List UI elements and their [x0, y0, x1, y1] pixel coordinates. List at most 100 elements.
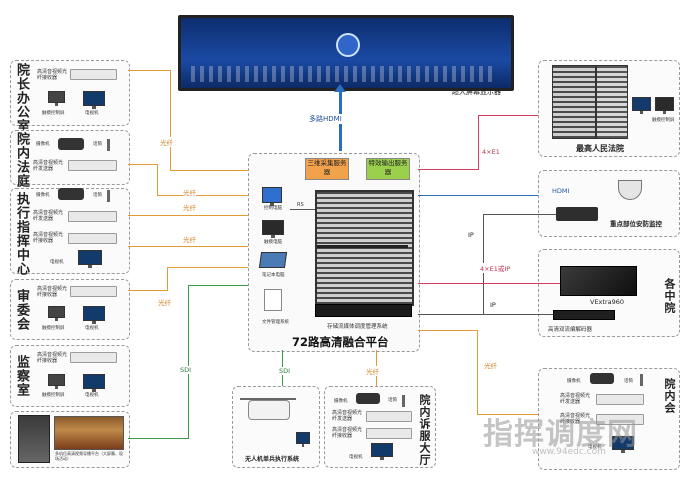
- tv-3-icon: [78, 250, 102, 268]
- receiver-device-3: [68, 233, 117, 244]
- lit-sender-device: [366, 411, 412, 422]
- supreme-touch-label: 触摸控制屏: [652, 118, 675, 123]
- sdi-label-left: SDI: [180, 366, 192, 374]
- fiber-link-br-v: [418, 330, 478, 332]
- lit-receiver-label: 高清音视频光纤接收器: [332, 427, 363, 439]
- mic-1-label: 话筒: [93, 142, 102, 147]
- hdmi-arrowhead-icon: [334, 84, 346, 92]
- br-receiver-device: [596, 414, 644, 425]
- rack-slots: [317, 245, 408, 248]
- receiver-device-1: [70, 69, 117, 80]
- large-display-screen: [178, 15, 514, 91]
- display-skyline: [191, 66, 496, 82]
- hdmi-link-surveillance: [418, 195, 538, 197]
- fiber-link-room3b: [128, 246, 248, 248]
- sender-device-2: [68, 160, 117, 171]
- mic-2-label: 话筒: [93, 193, 102, 198]
- fiber-label-3: 光纤: [183, 202, 196, 212]
- display-logo-icon: [336, 33, 360, 57]
- e1-link-supreme-v: [478, 115, 480, 170]
- tv-5-label: 电视机: [85, 393, 99, 398]
- ip-label-2: IP: [490, 301, 496, 309]
- sender-label-2: 高清音视频光纤发送器: [33, 160, 64, 172]
- fiber-link-room1: [128, 70, 171, 72]
- control-pc-label: 控制电脑: [264, 206, 282, 211]
- drone-icon: [248, 400, 290, 420]
- server-right: 特效输出服务器: [366, 158, 410, 180]
- document-label: 文件管理系统: [262, 320, 289, 325]
- bottom-right-room-title: 院内会: [663, 378, 676, 414]
- fiber-link-room4: [128, 290, 168, 292]
- br-tv-label: 电视机: [588, 445, 602, 450]
- receiver-label-5: 高清音视频光纤接收器: [37, 352, 68, 364]
- touch-screen-1-label: 触摸控制屏: [42, 111, 65, 116]
- tv-1-icon: [83, 91, 105, 109]
- touch-screen-4-icon: [48, 306, 65, 321]
- lit-camera-label: 摄像机: [334, 399, 348, 404]
- broadcast-caption: 多机位高清视频导播平台（大屏幕、现场活动）: [55, 451, 123, 461]
- branch-court-title: 各中院: [663, 278, 676, 314]
- storage-unit: [315, 304, 412, 317]
- touch-screen-5-icon: [48, 374, 65, 389]
- br-camera-label: 摄像机: [567, 379, 581, 384]
- touch-pc-label: 触摸电脑: [264, 240, 282, 245]
- fiber-label-2: 光纤: [183, 187, 196, 197]
- tv-4-label: 电视机: [85, 326, 99, 331]
- lit-tv-icon: [371, 443, 393, 460]
- tv-3-label: 电视机: [50, 260, 64, 265]
- watermark-url: www.94edc.com: [532, 447, 606, 457]
- br-mic-icon: [640, 374, 643, 386]
- drone-rotor-icon: [240, 398, 296, 400]
- vextra-label: VExtra960: [590, 298, 625, 306]
- mic-1-icon: [107, 139, 110, 151]
- e1-ip-label: 4×E1或IP: [480, 263, 511, 273]
- server-left: 三维采集服务器: [305, 158, 349, 180]
- fiber-label-br: 光纤: [484, 360, 497, 370]
- supreme-court-title: 最高人民法院: [576, 144, 624, 153]
- rs-link: [290, 209, 315, 210]
- fiber-link-br-v2: [477, 330, 479, 415]
- fiber-label-1: 光纤: [160, 137, 173, 147]
- watermark-text: 指挥调度网: [483, 417, 638, 452]
- sender-device-3: [68, 211, 117, 222]
- fiber-link-room2-v: [157, 164, 159, 195]
- supreme-monitor-2-icon: [655, 97, 674, 114]
- receiver-label-3: 高清音视频光纤接收器: [33, 232, 64, 244]
- touch-screen-1-icon: [48, 91, 65, 106]
- tv-4-icon: [83, 306, 105, 324]
- room-title-supervision: 监察室: [14, 355, 29, 397]
- large-display-caption: 超大屏幕显示器: [452, 88, 501, 96]
- sdi-label-drone: SDI: [279, 367, 291, 375]
- surveillance-box: [538, 170, 680, 237]
- br-sender-device: [596, 394, 644, 405]
- rs-label: RS: [297, 202, 304, 208]
- document-icon: [264, 289, 282, 311]
- drone-controller-icon: [296, 432, 310, 447]
- br-tv-icon: [612, 436, 634, 453]
- lit-receiver-device: [366, 428, 412, 439]
- room-title-command: 执行指挥中心: [14, 192, 29, 276]
- camera-2-icon: [58, 188, 84, 200]
- drone-caption: 无人机单兵执行系统: [245, 456, 300, 463]
- lit-tv-label: 电视机: [349, 455, 363, 460]
- laptop-label: 笔记本电脑: [262, 273, 285, 278]
- receiver-label-4: 高清音视频光纤接收器: [37, 286, 68, 298]
- fiber-link-room2-h: [157, 195, 248, 197]
- ip-link-h: [483, 214, 556, 216]
- sdi-link-room6-v: [188, 285, 190, 438]
- tv-5-icon: [83, 374, 105, 392]
- vextra-device-icon: [560, 266, 637, 296]
- camera-2-label: 摄像机: [36, 193, 50, 198]
- broadcast-room-photo: [54, 416, 124, 450]
- matrix-rack: [315, 190, 414, 306]
- e1-ip-link: [418, 283, 560, 285]
- fiber-link-room3a: [128, 215, 248, 217]
- br-receiver-label: 高清音视频光纤接收器: [560, 413, 591, 425]
- touch-screen-5-label: 触摸控制屏: [42, 393, 65, 398]
- br-mic-label: 话筒: [624, 379, 633, 384]
- receiver-device-4: [70, 286, 117, 297]
- hdmi-label: HDMI: [552, 187, 570, 195]
- supreme-rack-icon-2: [596, 65, 628, 139]
- fiber-link-room1-h: [170, 170, 248, 172]
- camera-1-icon: [58, 138, 84, 150]
